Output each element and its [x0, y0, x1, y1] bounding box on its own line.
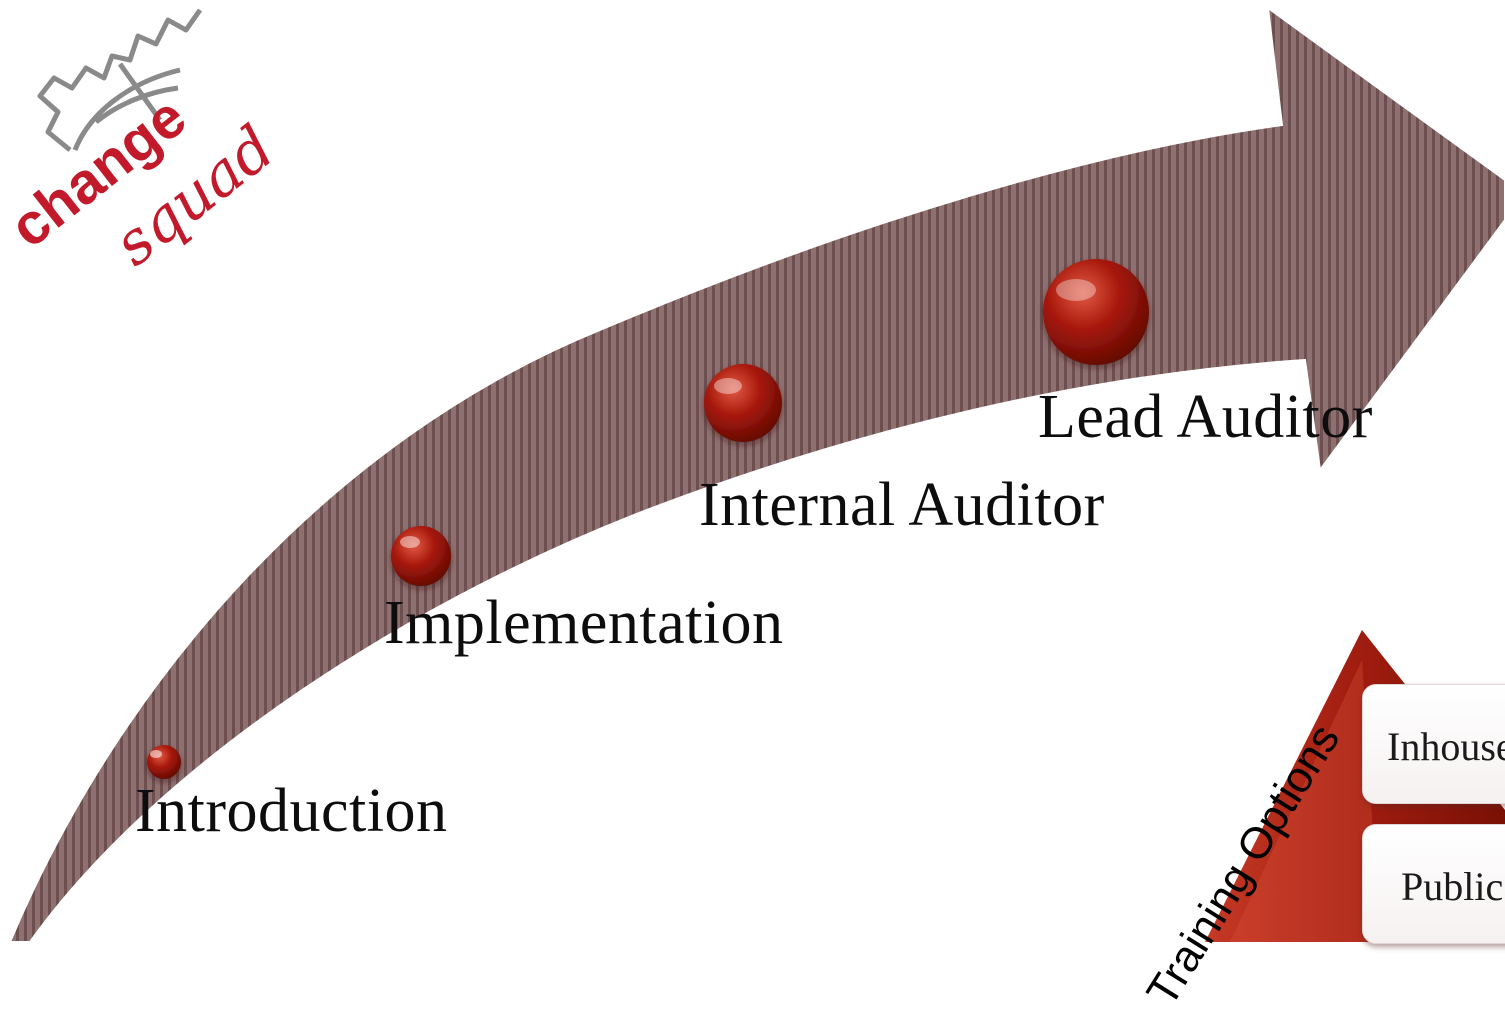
option-card-public: Public: [1362, 824, 1505, 944]
stage-label-lead-auditor: Lead Auditor: [1038, 383, 1373, 451]
change-squad-logo: change squad: [0, 8, 288, 280]
stage-marker-lead-auditor: [1043, 259, 1149, 365]
gear-icon: [37, 8, 203, 152]
growth-diagram: change squad: [0, 5, 1505, 942]
option-card-inhouse: Inhouse: [1362, 684, 1505, 804]
stage-label-internal-auditor: Internal Auditor: [699, 471, 1105, 539]
stage-label-introduction: Introduction: [135, 777, 448, 845]
option-label-inhouse: Inhouse: [1387, 724, 1505, 769]
option-label-public: Public: [1401, 864, 1504, 909]
growth-arrow: [8, 5, 1505, 942]
stage-marker-introduction: [147, 745, 181, 779]
stage-marker-implementation: [391, 526, 451, 586]
stage-marker-internal-auditor: [704, 364, 782, 442]
stage-label-implementation: Implementation: [384, 589, 784, 657]
